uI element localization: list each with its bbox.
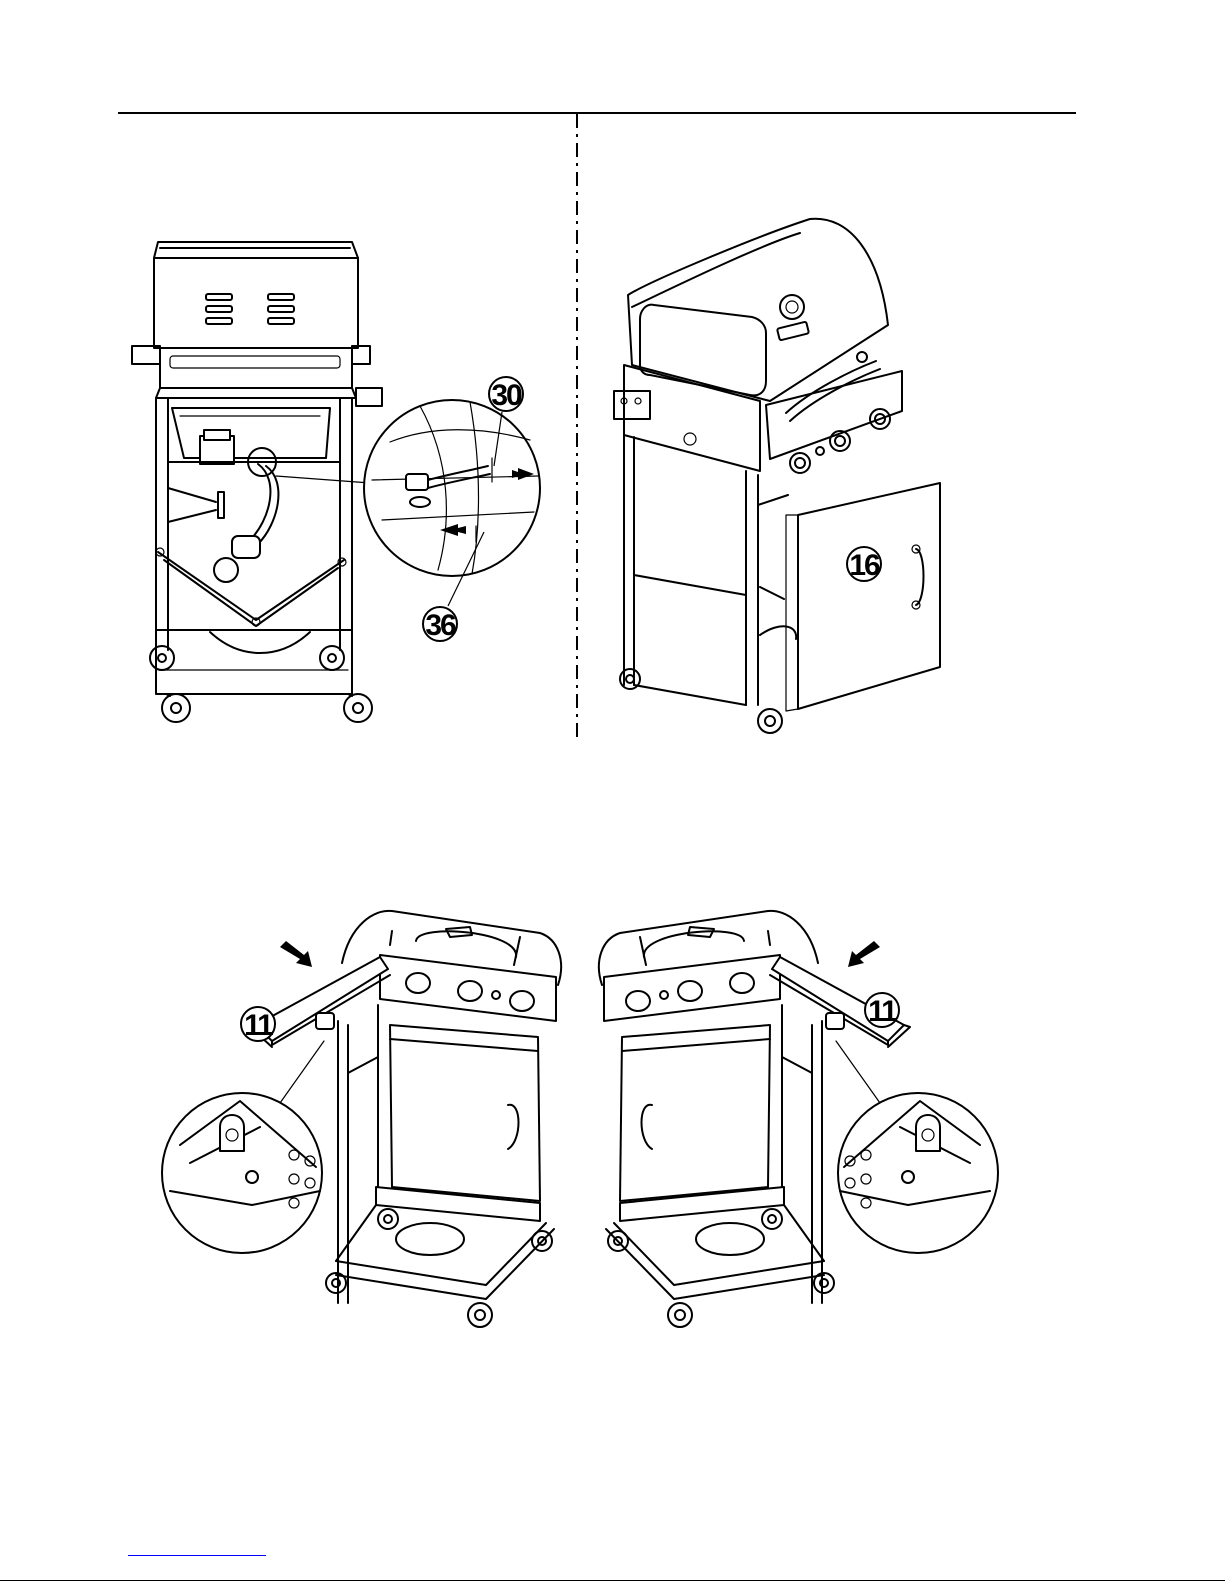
callout-label: 30 xyxy=(491,379,522,412)
illustration-left-side-shelf xyxy=(160,905,580,1335)
callout-11-right: 11 xyxy=(862,990,902,1030)
footer-rule xyxy=(0,1580,1225,1581)
detail-magnifier-left-hinge xyxy=(162,1093,322,1253)
arrow-icon xyxy=(280,941,312,967)
header-rule xyxy=(118,112,1076,114)
callout-30: 30 xyxy=(486,374,526,414)
callout-36-leader xyxy=(440,530,500,610)
illustration-right-side-shelf xyxy=(580,905,1000,1335)
callout-label: 11 xyxy=(868,995,897,1028)
callout-16: 16 xyxy=(844,544,884,584)
illustration-grill-door xyxy=(610,215,950,745)
panel-divider xyxy=(570,114,584,744)
callout-label: 11 xyxy=(244,1009,273,1042)
callout-11-left: 11 xyxy=(238,1004,278,1044)
callout-label: 36 xyxy=(425,609,456,642)
footer-link[interactable] xyxy=(128,1555,266,1556)
callout-36: 36 xyxy=(420,604,460,644)
caster-wheels xyxy=(150,646,372,722)
callout-label: 16 xyxy=(849,549,880,582)
callout-30-leader xyxy=(490,410,510,470)
control-knobs xyxy=(790,409,890,473)
illustration-rear-hose xyxy=(120,230,570,730)
vent-slots xyxy=(206,294,294,324)
